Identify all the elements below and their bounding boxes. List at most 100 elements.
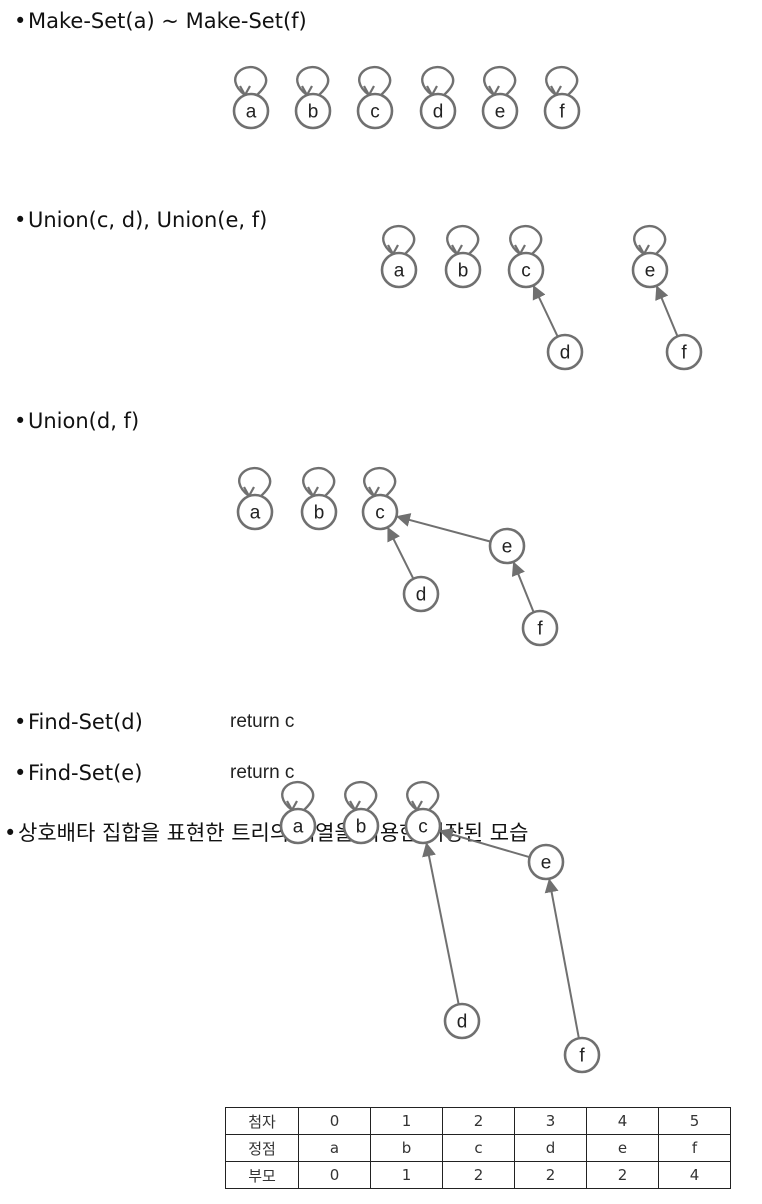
node-b <box>342 807 380 845</box>
node-label-c: c <box>375 503 385 524</box>
node-f <box>563 1036 601 1074</box>
self-loop-c <box>358 65 392 96</box>
node-b <box>294 92 332 130</box>
table-cell: 0 <box>298 1107 371 1135</box>
table-cell: 2 <box>442 1107 515 1135</box>
self-loop-e <box>483 65 517 96</box>
node-label-e: e <box>541 853 552 874</box>
node-label-f: f <box>681 343 687 364</box>
node-e <box>488 527 526 565</box>
self-loop-a <box>281 780 315 811</box>
table-cell: f <box>658 1134 731 1162</box>
table-header-index: 첨자 <box>225 1107 299 1135</box>
node-d <box>443 1002 481 1040</box>
diagram-union-df: a b c d e f <box>236 466 559 647</box>
edge-e-to-c <box>438 827 530 859</box>
node-b <box>444 251 482 289</box>
node-label-c: c <box>418 817 428 838</box>
table-cell: a <box>298 1134 371 1162</box>
node-e <box>527 843 565 881</box>
node-f <box>521 609 559 647</box>
node-c <box>507 251 545 289</box>
find-e-result: return c <box>230 762 295 783</box>
node-b <box>300 493 338 531</box>
diagram-union-cd-ef: a b c d e f <box>380 224 703 371</box>
table-cell: 1 <box>370 1161 443 1189</box>
section-title-make-set: •Make-Set(a) ~ Make-Set(f) <box>14 9 307 33</box>
node-d <box>402 575 440 613</box>
node-a <box>380 251 418 289</box>
table-cell: 4 <box>586 1107 659 1135</box>
self-loop-b <box>344 780 378 811</box>
table-row-parent: 부모 0 1 2 2 2 4 <box>225 1161 731 1189</box>
node-f <box>543 92 581 130</box>
node-label-d: d <box>457 1012 468 1033</box>
node-label-c: c <box>370 102 380 123</box>
node-a <box>236 493 274 531</box>
table-cell: d <box>514 1134 587 1162</box>
edge-f-to-e <box>544 878 580 1039</box>
table-cell: b <box>370 1134 443 1162</box>
self-loop-a <box>382 224 416 255</box>
section-title-find-e: •Find-Set(e) <box>14 761 143 785</box>
self-loop-a <box>238 466 272 497</box>
self-loop-d <box>421 65 455 96</box>
node-label-e: e <box>502 537 513 558</box>
table-cell: 5 <box>658 1107 731 1135</box>
node-e <box>481 92 519 130</box>
node-label-a: a <box>250 503 261 524</box>
edge-f-to-e <box>511 561 535 613</box>
edge-f-to-e <box>655 285 679 337</box>
edge-d-to-c <box>422 842 460 1005</box>
node-label-f: f <box>559 102 565 123</box>
node-label-e: e <box>645 261 656 282</box>
node-label-d: d <box>560 343 571 364</box>
edge-e-to-c <box>396 513 491 543</box>
node-label-a: a <box>394 261 405 282</box>
node-e <box>631 251 669 289</box>
self-loop-e <box>633 224 667 255</box>
node-d <box>419 92 457 130</box>
table-cell: 1 <box>370 1107 443 1135</box>
table-cell: 0 <box>298 1161 371 1189</box>
section-title-union-cd-ef: •Union(c, d), Union(e, f) <box>14 208 268 232</box>
self-loop-c <box>406 780 440 811</box>
table-header-vertex: 정점 <box>225 1134 299 1162</box>
node-label-b: b <box>458 261 469 282</box>
node-label-a: a <box>246 102 257 123</box>
find-d-result: return c <box>230 711 295 732</box>
self-loop-c <box>363 466 397 497</box>
node-label-b: b <box>314 503 325 524</box>
node-label-a: a <box>293 817 304 838</box>
node-label-c: c <box>521 261 531 282</box>
self-loop-b <box>302 466 336 497</box>
node-f <box>665 333 703 371</box>
table-header-parent: 부모 <box>225 1161 299 1189</box>
node-a <box>232 92 270 130</box>
table-cell: 3 <box>514 1107 587 1135</box>
array-table: 첨자 0 1 2 3 4 5 정점 a b c d e f 부모 0 1 2 2… <box>225 1107 731 1189</box>
node-c <box>361 493 399 531</box>
edge-d-to-c <box>532 284 559 338</box>
self-loop-f <box>545 65 579 96</box>
node-c <box>356 92 394 130</box>
table-row-index: 첨자 0 1 2 3 4 5 <box>225 1107 731 1135</box>
section-title-union-df: •Union(d, f) <box>14 409 140 433</box>
node-label-b: b <box>308 102 319 123</box>
node-label-f: f <box>537 619 543 640</box>
self-loop-c <box>509 224 543 255</box>
self-loop-b <box>296 65 330 96</box>
table-row-vertex: 정점 a b c d e f <box>225 1134 731 1162</box>
table-cell: 2 <box>442 1161 515 1189</box>
node-label-e: e <box>495 102 506 123</box>
table-cell: 2 <box>514 1161 587 1189</box>
table-cell: c <box>442 1134 515 1162</box>
table-cell: 2 <box>586 1161 659 1189</box>
section-title-find-d: •Find-Set(d) <box>14 710 143 734</box>
node-label-d: d <box>416 585 427 606</box>
table-cell: e <box>586 1134 659 1162</box>
self-loop-a <box>234 65 268 96</box>
